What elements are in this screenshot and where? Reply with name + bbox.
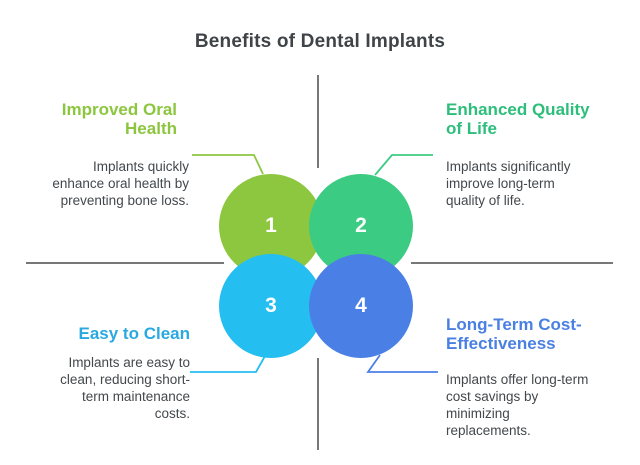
connector-line-1 xyxy=(192,154,264,175)
benefit-heading-1-line1: Improved Oral xyxy=(61,100,177,119)
benefit-description-3: Implants are easy to clean, reducing sho… xyxy=(60,354,190,422)
benefit-heading-3-line1: Easy to Clean xyxy=(78,324,191,343)
benefit-description-1: Implants quickly enhance oral health by … xyxy=(52,158,189,209)
benefit-description-2-line3: quality of life. xyxy=(446,193,525,208)
benefit-description-3-line1: Implants are easy to xyxy=(68,355,190,370)
benefit-description-4: Implants offer long-term cost savings by… xyxy=(446,371,588,439)
benefit-description-1-line3: preventing bone loss. xyxy=(60,193,189,208)
connector-line-4 xyxy=(366,354,438,373)
page-title: Benefits of Dental Implants xyxy=(194,31,446,52)
circle-4: 4 xyxy=(309,254,413,358)
benefit-heading-2-line1: Enhanced Quality xyxy=(446,100,590,119)
benefit-heading-4-line1: Long-Term Cost- xyxy=(446,315,582,334)
benefit-heading-3: Easy to Clean xyxy=(79,324,191,343)
benefit-description-3-line3: term maintenance xyxy=(81,389,190,404)
benefit-description-4-line2: cost savings by xyxy=(446,389,539,404)
benefit-heading-1-line2: Health xyxy=(125,119,177,138)
benefit-description-3-line2: clean, reducing short- xyxy=(60,372,190,387)
benefit-description-4-line3: minimizing xyxy=(446,406,510,421)
benefit-heading-2: Enhanced Quality of Life xyxy=(446,100,590,138)
circle-3: 3 xyxy=(219,254,323,358)
benefit-description-1-line1: Implants quickly xyxy=(92,159,189,174)
benefit-heading-2-line2: of Life xyxy=(446,119,497,138)
connector-line-3 xyxy=(190,355,266,373)
benefit-description-4-line4: replacements. xyxy=(446,423,531,438)
circle-number-2: 2 xyxy=(355,214,367,237)
circle-number-4: 4 xyxy=(355,294,367,317)
benefit-description-2: Implants significantly improve long-term… xyxy=(446,158,571,209)
benefit-heading-1: Improved Oral Health xyxy=(62,100,177,138)
connector-line-2 xyxy=(374,154,433,176)
benefit-description-2-line2: improve long-term xyxy=(446,176,555,191)
circle-number-3: 3 xyxy=(265,294,277,317)
benefit-description-3-line4: costs. xyxy=(154,406,190,421)
benefit-heading-4-line2: Effectiveness xyxy=(446,334,556,353)
benefit-description-1-line2: enhance oral health by xyxy=(52,176,189,191)
benefit-heading-4: Long-Term Cost- Effectiveness xyxy=(446,315,582,353)
benefit-description-4-line1: Implants offer long-term xyxy=(446,372,589,387)
benefit-description-2-line1: Implants significantly xyxy=(446,159,571,174)
circle-number-1: 1 xyxy=(265,214,277,237)
